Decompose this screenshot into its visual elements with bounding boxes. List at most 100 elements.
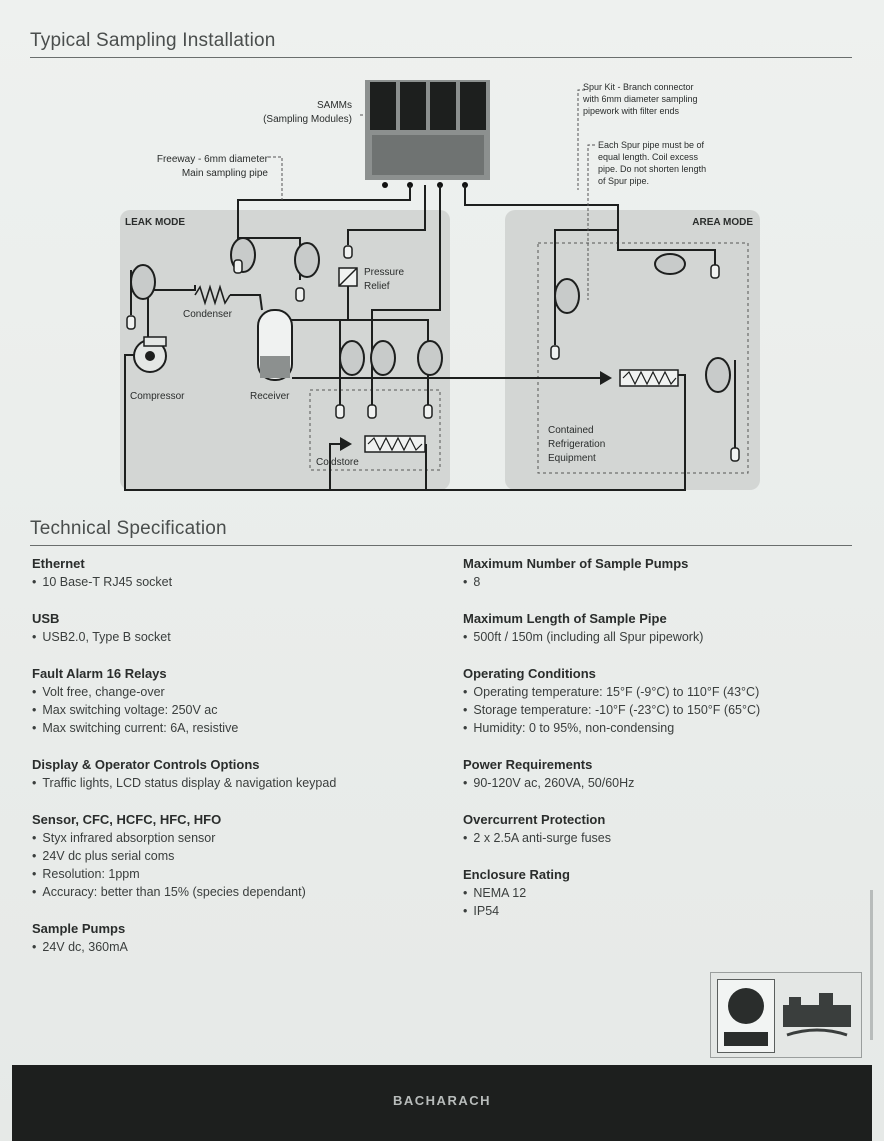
section-rule <box>30 545 852 546</box>
spec-item: Accuracy: better than 15% (species depen… <box>32 883 432 901</box>
spec-list: 8 <box>463 573 863 591</box>
spec-item: Resolution: 1ppm <box>32 865 432 883</box>
spec-list: USB2.0, Type B socket <box>32 628 432 646</box>
label-each-1: Each Spur pipe must be of <box>598 140 705 150</box>
spec-item: Storage temperature: -10°F (-23°C) to 15… <box>463 701 863 719</box>
certification-logos <box>710 972 862 1058</box>
spur-coil-icons <box>130 237 731 393</box>
spec-item: 2 x 2.5A anti-surge fuses <box>463 829 863 847</box>
label-pressure: Pressure <box>364 267 404 278</box>
spec-section: USB USB2.0, Type B socket <box>32 611 432 646</box>
spec-section: Operating ConditionsOperating temperatur… <box>463 666 863 737</box>
label-leak-mode: LEAK MODE <box>125 217 185 228</box>
coldstore-box <box>309 389 441 471</box>
pressure-relief-valve-icon <box>338 245 358 287</box>
spec-item: Volt free, change-over <box>32 683 432 701</box>
label-contained-1: Contained <box>548 425 594 436</box>
spec-title: Operating Conditions <box>463 666 596 681</box>
spec-title: Sample Pumps <box>32 921 126 936</box>
spec-section: Enclosure RatingNEMA 12IP54 <box>463 867 863 920</box>
spec-section: Display & Operator Controls OptionsTraff… <box>32 757 432 792</box>
spec-list: Operating temperature: 15°F (-9°C) to 11… <box>463 683 863 737</box>
footer-bar: BACHARACH <box>12 1065 872 1141</box>
spec-section: Power Requirements 90-120V ac, 260VA, 50/… <box>463 757 863 792</box>
label-spur-1: Spur Kit - Branch connector <box>583 82 694 92</box>
compressor-icon <box>133 336 167 373</box>
label-coldstore: Coldstore <box>316 457 359 468</box>
spec-list: Styx infrared absorption sensor24V dc pl… <box>32 829 432 901</box>
spec-list: 24V dc, 360mA <box>32 938 432 956</box>
spec-title: Maximum Number of Sample Pumps <box>463 556 689 571</box>
samms-modules-icon <box>365 80 490 188</box>
spec-title: Fault Alarm 16 Relays <box>32 666 167 681</box>
spec-section: Fault Alarm 16 RelaysVolt free, change-o… <box>32 666 432 737</box>
label-each-3: pipe. Do not shorten length <box>598 164 706 174</box>
label-compressor: Compressor <box>130 391 185 402</box>
section-rule <box>30 57 852 58</box>
sampling-installation-diagram: SAMMs (Sampling Modules) Freeway - 6mm d… <box>120 80 760 491</box>
spec-section: Overcurrent Protection2 x 2.5A anti-surg… <box>463 812 863 847</box>
spec-title: USB <box>32 611 60 626</box>
spec-title: Sensor, CFC, HCFC, HFC, HFO <box>32 812 222 827</box>
section-title-specification: Technical Specification <box>30 518 227 539</box>
spec-item: Max switching voltage: 250V ac <box>32 701 432 719</box>
label-contained-3: Equipment <box>548 453 596 464</box>
spec-title: Power Requirements <box>463 757 593 772</box>
spec-item: Styx infrared absorption sensor <box>32 829 432 847</box>
spec-section: Maximum Number of Sample Pumps 8 <box>463 556 863 591</box>
certification-seal-icon <box>717 979 775 1053</box>
spec-item: 90-120V ac, 260VA, 50/60Hz <box>463 774 863 792</box>
spec-list: 2 x 2.5A anti-surge fuses <box>463 829 863 847</box>
spec-list: Traffic lights, LCD status display & nav… <box>32 774 432 792</box>
spec-section: Maximum Length of Sample Pipe 500ft / 150… <box>463 611 863 646</box>
label-relief: Relief <box>364 281 390 292</box>
label-samms: SAMMs <box>317 100 352 111</box>
label-receiver: Receiver <box>250 391 290 402</box>
spec-item: USB2.0, Type B socket <box>32 628 432 646</box>
brand-name: BACHARACH <box>393 1093 491 1108</box>
evaporator-coil-icons <box>340 369 679 453</box>
spec-item: IP54 <box>463 902 863 920</box>
document-code-strip <box>870 890 873 1040</box>
spec-list: 500ft / 150m (including all Spur pipewor… <box>463 628 863 646</box>
label-area-mode: AREA MODE <box>692 217 753 228</box>
spec-item: NEMA 12 <box>463 884 863 902</box>
label-condenser: Condenser <box>183 309 233 320</box>
contained-equipment-box <box>537 242 749 474</box>
spec-list: NEMA 12IP54 <box>463 884 863 920</box>
label-spur-2: with 6mm diameter sampling <box>582 94 698 104</box>
spec-title: Maximum Length of Sample Pipe <box>463 611 667 626</box>
spec-item: 8 <box>463 573 863 591</box>
filter-end-icons <box>126 259 740 462</box>
spec-section: Ethernet 10 Base-T RJ45 socket <box>32 556 432 591</box>
spec-item: 10 Base-T RJ45 socket <box>32 573 432 591</box>
spec-item: 24V dc plus serial coms <box>32 847 432 865</box>
spec-item: 24V dc, 360mA <box>32 938 432 956</box>
spec-item: Humidity: 0 to 95%, non-condensing <box>463 719 863 737</box>
label-samms-sub: (Sampling Modules) <box>263 114 352 125</box>
spec-item: Traffic lights, LCD status display & nav… <box>32 774 432 792</box>
spec-title: Enclosure Rating <box>463 867 570 882</box>
label-each-4: of Spur pipe. <box>598 176 649 186</box>
spec-title: Ethernet <box>32 556 85 571</box>
spec-list: 10 Base-T RJ45 socket <box>32 573 432 591</box>
label-spur-3: pipework with filter ends <box>583 106 680 116</box>
annotation-leaders <box>268 89 595 300</box>
spec-section: Sample Pumps 24V dc, 360mA <box>32 921 432 956</box>
sponsor-logo-icon <box>783 993 851 1037</box>
receiver-tank-icon <box>257 309 293 381</box>
label-each-2: equal length. Coil excess <box>598 152 699 162</box>
section-title-installation: Typical Sampling Installation <box>30 30 276 51</box>
spec-item: Operating temperature: 15°F (-9°C) to 11… <box>463 683 863 701</box>
label-freeway-2: Main sampling pipe <box>182 168 269 179</box>
spec-title: Display & Operator Controls Options <box>32 757 260 772</box>
spec-item: 500ft / 150m (including all Spur pipewor… <box>463 628 863 646</box>
spec-item: Max switching current: 6A, resistive <box>32 719 432 737</box>
area-mode-panel <box>505 210 760 490</box>
spec-section: Sensor, CFC, HCFC, HFC, HFO Styx infrared… <box>32 812 432 901</box>
label-freeway-1: Freeway - 6mm diameter <box>157 154 269 165</box>
label-contained-2: Refrigeration <box>548 439 605 450</box>
spec-list: Volt free, change-overMax switching volt… <box>32 683 432 737</box>
